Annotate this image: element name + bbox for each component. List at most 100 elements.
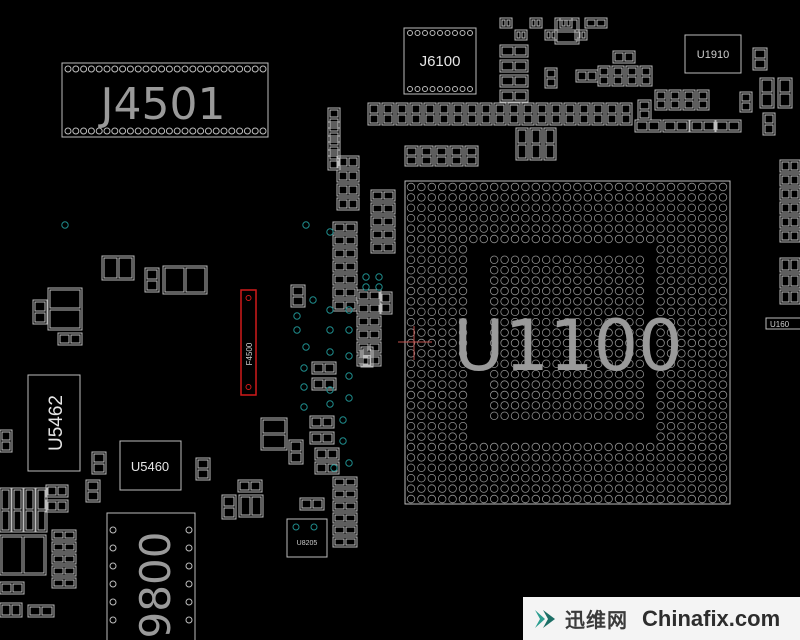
- passive-component: [529, 17, 543, 29]
- chip-u5462[interactable]: U5462: [27, 374, 81, 472]
- bga-ball: [542, 266, 551, 275]
- pad: [506, 19, 511, 27]
- bga-ball: [469, 484, 478, 493]
- bga-ball: [698, 224, 707, 233]
- bga-ball: [521, 370, 530, 379]
- bga-ball: [594, 494, 603, 504]
- bga-ball: [594, 297, 603, 306]
- passive-component: [332, 536, 358, 548]
- passive-component: [752, 47, 768, 71]
- bga-ball: [510, 390, 520, 400]
- pad: [639, 110, 650, 119]
- chip-u9800[interactable]: 9800: [106, 512, 196, 640]
- pin: [236, 65, 244, 73]
- bga-ball: [625, 193, 634, 202]
- pin: [236, 127, 244, 135]
- bga-ball: [677, 380, 686, 389]
- bga-ball: [718, 224, 728, 233]
- bga-ball: [635, 297, 644, 306]
- bga-ball: [448, 380, 457, 389]
- bga-ball: [666, 422, 676, 431]
- bga-ball: [490, 255, 499, 264]
- bga-ball: [718, 255, 728, 264]
- bga-ball: [666, 203, 676, 212]
- bga-ball: [718, 276, 728, 285]
- bga-ball: [458, 203, 468, 212]
- bga-ball: [594, 453, 603, 462]
- pad: [565, 104, 575, 114]
- bga-ball: [448, 318, 457, 327]
- bga-ball: [521, 463, 530, 472]
- via: [339, 416, 347, 424]
- bga-ball: [490, 411, 499, 420]
- bga-ball: [490, 182, 499, 192]
- passive-component: [639, 65, 653, 87]
- bga-ball: [635, 370, 644, 379]
- passive-component: [514, 29, 528, 41]
- bga-ball: [687, 432, 696, 441]
- chip-u8205[interactable]: U8205: [286, 518, 328, 558]
- bga-ball: [646, 203, 655, 212]
- bga-ball: [687, 182, 696, 192]
- pad: [345, 502, 356, 510]
- bga-ball: [458, 266, 468, 275]
- chip-u1910[interactable]: U1910: [684, 34, 742, 74]
- chip-u1600-partial[interactable]: U160: [765, 317, 800, 330]
- bga-ball: [490, 297, 499, 306]
- connector-j4501[interactable]: J4501: [61, 62, 269, 138]
- bga-ball: [427, 349, 436, 358]
- bga-ball: [552, 463, 561, 472]
- pad: [545, 129, 555, 144]
- bga-ball: [698, 380, 707, 389]
- bga-ball: [417, 359, 426, 368]
- bga-ball: [625, 297, 634, 306]
- bga-ball: [458, 276, 468, 285]
- passive-component: [27, 604, 55, 618]
- bga-ball: [500, 390, 509, 400]
- bga-ball: [521, 224, 530, 233]
- bga-ball: [417, 411, 426, 420]
- pad: [345, 249, 356, 258]
- bga-ball: [718, 411, 728, 420]
- bga-ball: [656, 255, 665, 264]
- bga-ball: [708, 245, 717, 254]
- pad: [556, 19, 578, 31]
- bga-ball: [438, 255, 447, 264]
- bga-ball: [510, 234, 520, 244]
- bga-ball: [656, 182, 665, 192]
- bga-ball: [656, 349, 665, 358]
- pad: [698, 100, 708, 109]
- bga-ball: [417, 432, 426, 441]
- bga-ball: [687, 297, 696, 306]
- pad: [599, 67, 609, 76]
- bga-ball: [542, 276, 551, 285]
- bga-ball: [458, 401, 468, 410]
- pad: [425, 114, 435, 124]
- chip-u5460[interactable]: U5460: [119, 440, 182, 491]
- pad: [624, 52, 634, 62]
- passive-component: [35, 487, 48, 533]
- bga-ball: [552, 442, 561, 452]
- bga-ball: [573, 380, 582, 389]
- pad: [648, 121, 660, 131]
- chip-u1100[interactable]: U1100: [404, 180, 731, 505]
- bga-ball: [490, 474, 499, 483]
- fuse-f4500-selected[interactable]: F4500: [240, 289, 257, 396]
- bga-ball: [427, 328, 436, 337]
- passive-component: [367, 102, 381, 126]
- bga-ball: [531, 224, 540, 233]
- bga-ball: [698, 442, 707, 452]
- pad: [338, 171, 348, 181]
- passive-component: [521, 102, 535, 126]
- bga-ball: [625, 370, 634, 379]
- passive-component: [714, 119, 742, 133]
- pad: [372, 191, 383, 200]
- watermark-banner: 迅维网 Chinafix.com: [523, 597, 800, 640]
- bga-ball: [635, 359, 644, 368]
- bga-ball: [406, 193, 416, 202]
- connector-j6100[interactable]: J6100: [403, 27, 477, 95]
- pad: [358, 317, 369, 326]
- bga-ball: [479, 484, 488, 493]
- bga-ball: [666, 307, 676, 316]
